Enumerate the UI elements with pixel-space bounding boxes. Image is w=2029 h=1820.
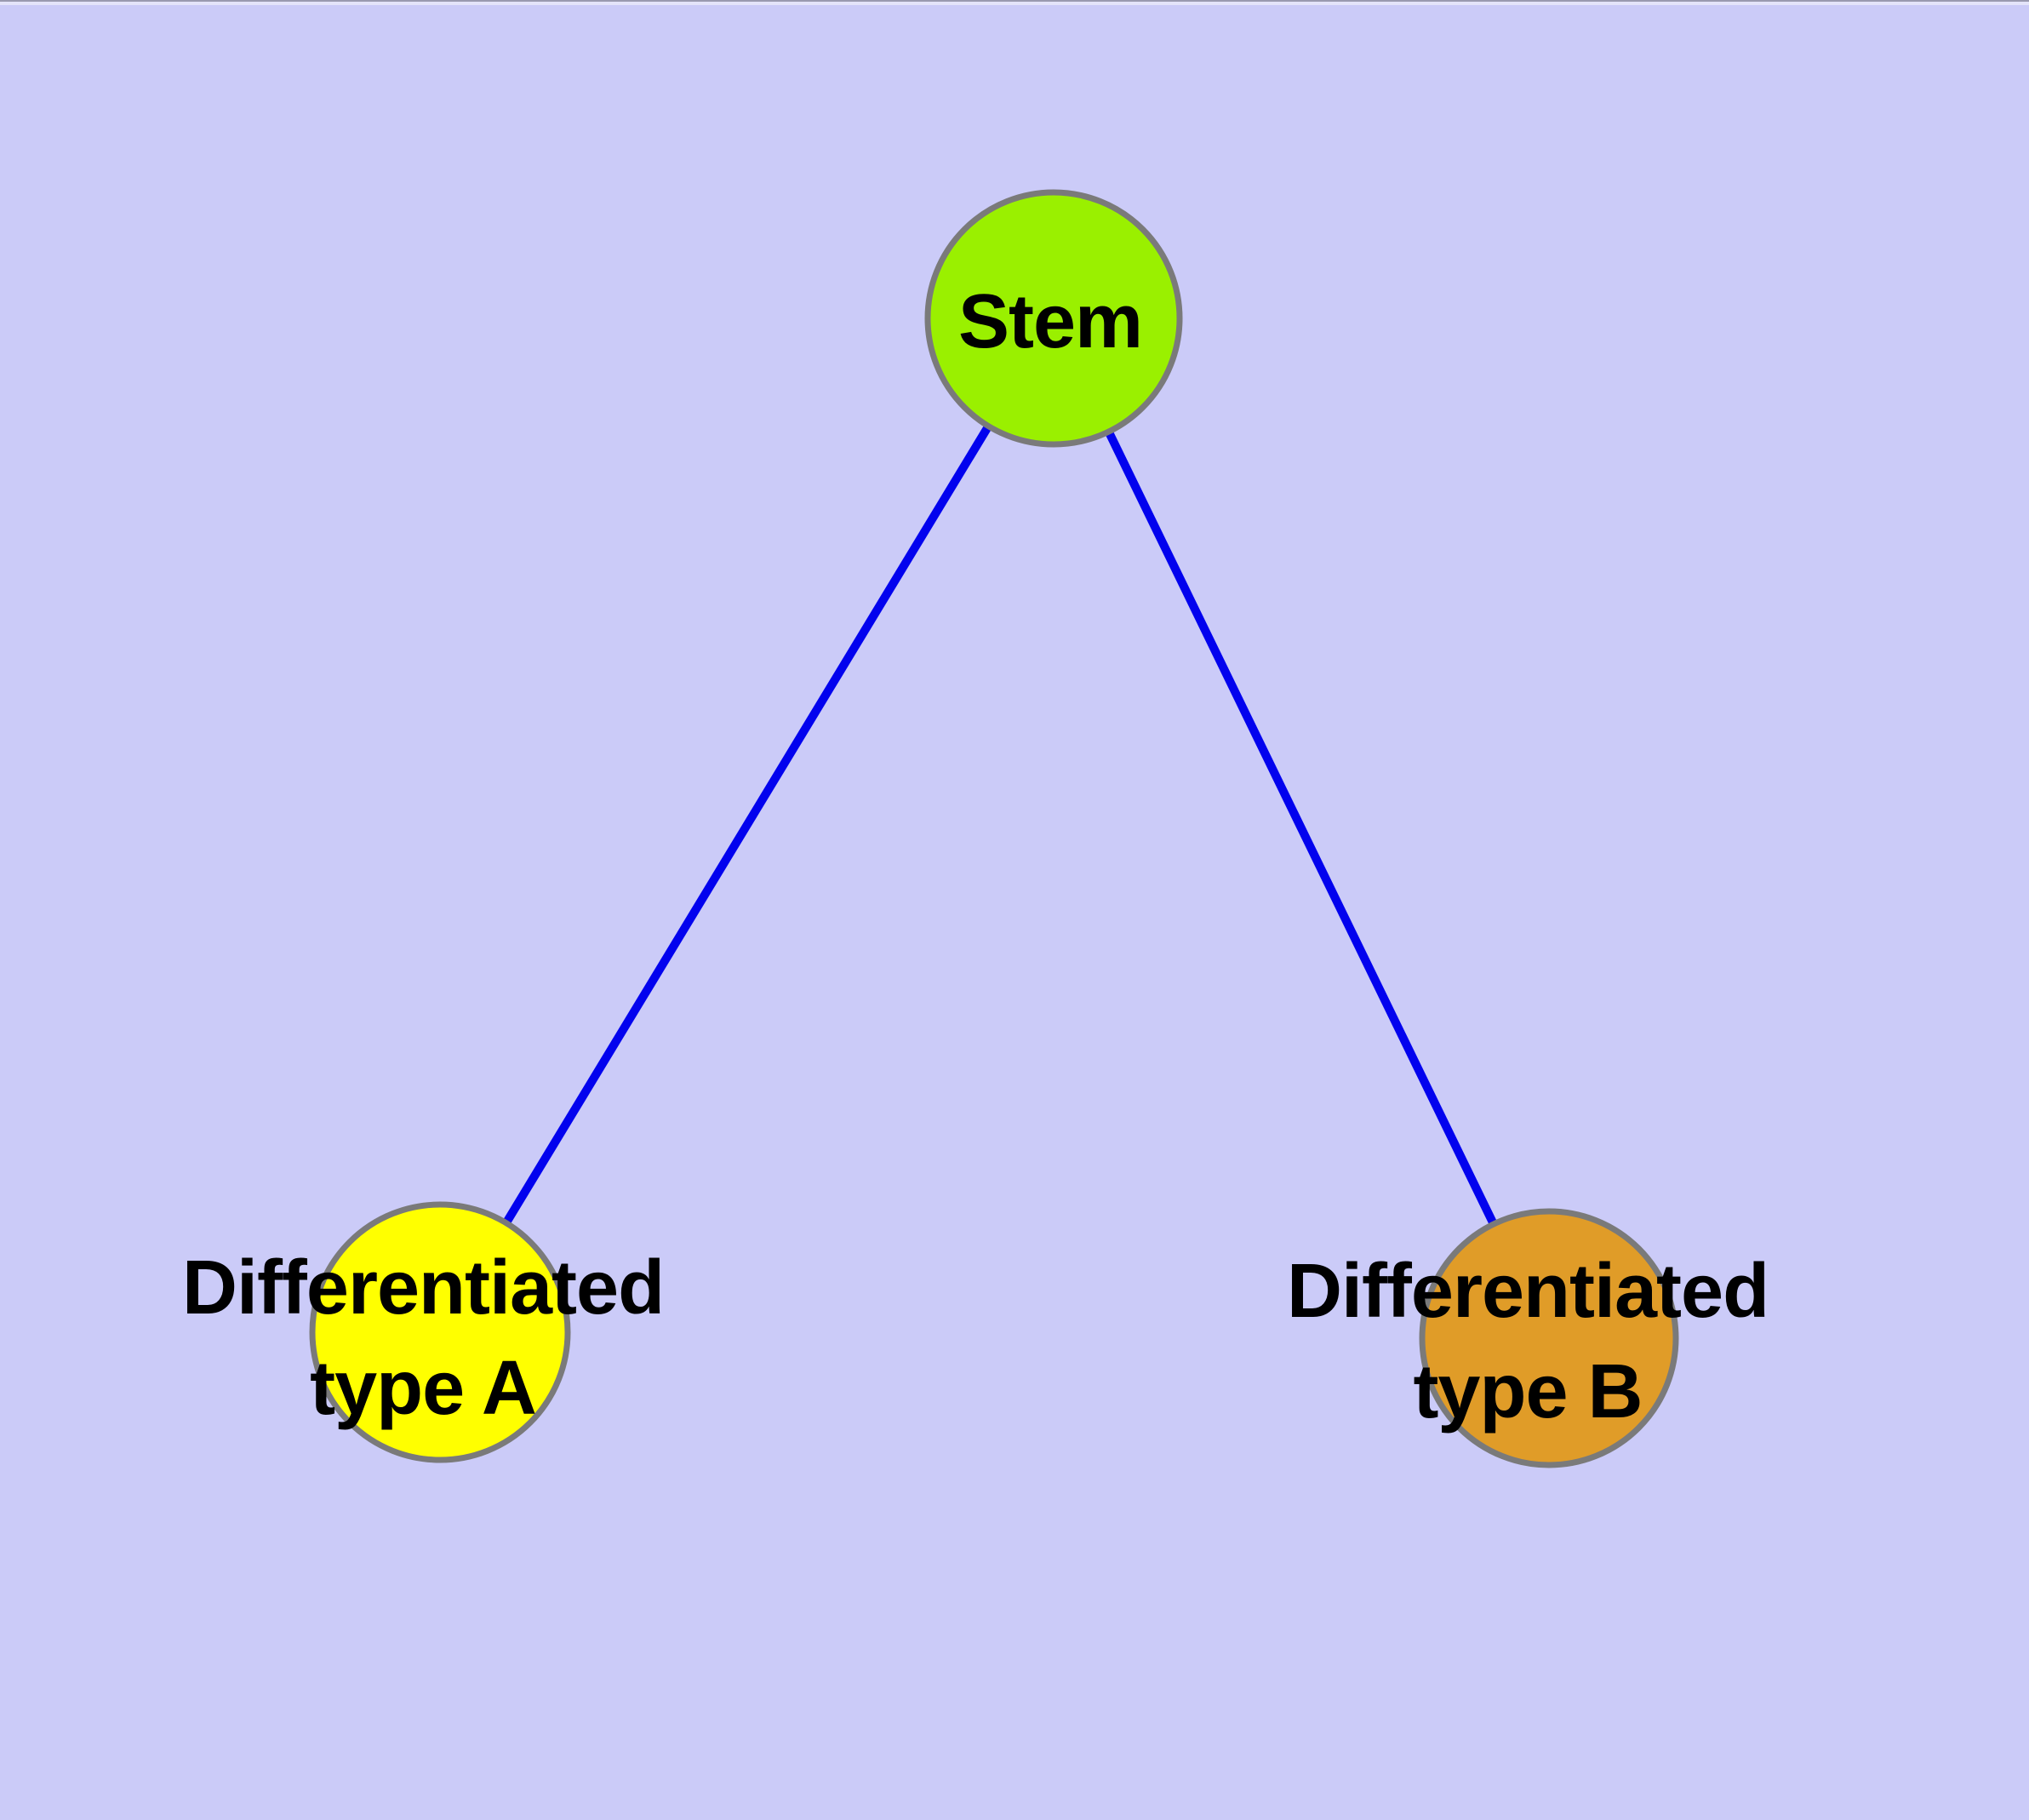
node-type-a-label-line1: Differentiated xyxy=(181,1245,665,1331)
node-type-b-label: Differentiated type B xyxy=(1287,1241,1769,1442)
node-type-b-label-line2: type B xyxy=(1413,1349,1643,1434)
node-stem-label-text: Stem xyxy=(957,279,1143,364)
node-stem-circle xyxy=(924,189,1183,448)
edge-stem-to-type-b xyxy=(1049,316,1553,1341)
node-type-a-circle xyxy=(309,1201,571,1463)
node-stem-label: Stem xyxy=(957,272,1143,372)
node-type-b-circle xyxy=(1419,1208,1679,1468)
node-type-a-label: Differentiated type A xyxy=(181,1238,665,1439)
edge-stem-to-type-a xyxy=(436,316,1058,1335)
node-type-a-label-line2: type A xyxy=(310,1346,537,1431)
node-type-b-label-line1: Differentiated xyxy=(1286,1249,1769,1334)
